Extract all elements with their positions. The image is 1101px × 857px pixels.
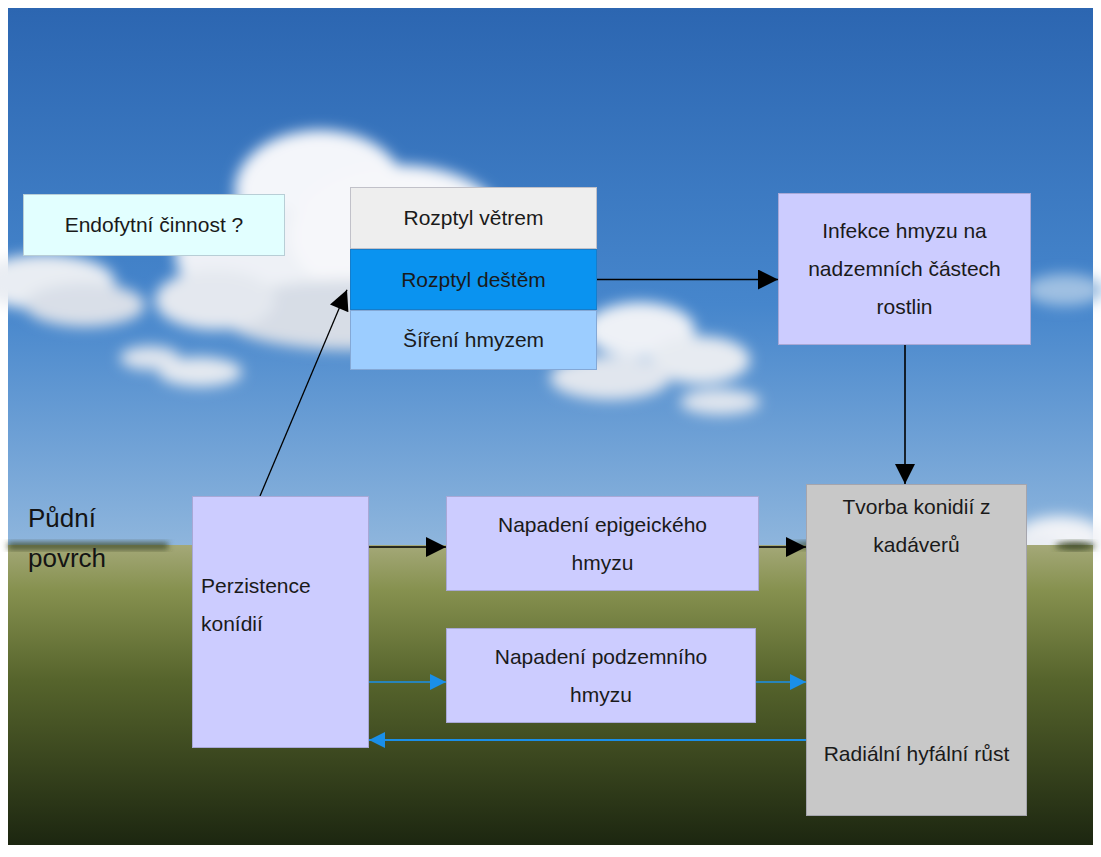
node-text: Šíření hmyzem: [403, 321, 544, 359]
arrow-connector: [369, 739, 806, 741]
arrow-connector: [369, 681, 446, 682]
node-text: Endofytní činnost ?: [65, 206, 244, 244]
arrow-connector: [759, 546, 806, 548]
arrow-connector: [369, 546, 446, 548]
note-box: Endofytní činnost ?: [23, 194, 285, 256]
process-box: Infekce hmyzu na nadzemních částech rost…: [778, 193, 1031, 345]
sky: [8, 8, 1093, 548]
node-text: Infekce hmyzu na nadzemních částech rost…: [805, 212, 1005, 326]
node-text: Perzistence: [201, 567, 311, 605]
node-text: Napadení podzemního hmyzu: [485, 638, 717, 714]
region-label: Půdní povrch: [28, 498, 148, 578]
arrow-connector: [260, 290, 347, 496]
node-text: konídií: [201, 605, 263, 643]
process-box: Šíření hmyzem: [350, 310, 597, 370]
node-text: Radiální hyfální růst: [824, 735, 1010, 773]
process-box: Perzistencekonídií: [192, 496, 369, 748]
process-box: Napadení podzemního hmyzu: [446, 628, 756, 723]
arrow-connector: [904, 345, 906, 484]
process-box: Rozptyl větrem: [350, 187, 597, 249]
arrow-connector: [756, 681, 806, 682]
node-text: Tvorba konidií z kadáverů: [819, 488, 1015, 564]
process-box: Rozptyl deštěm: [350, 249, 597, 310]
process-box: Napadení epigeického hmyzu: [446, 496, 759, 591]
arrow-connector: [597, 279, 778, 281]
node-text: Rozptyl deštěm: [401, 261, 546, 299]
node-text: Napadení epigeického hmyzu: [487, 506, 719, 582]
process-box: Tvorba konidií z kadáverůRadiální hyfáln…: [806, 484, 1027, 816]
node-text: Rozptyl větrem: [403, 199, 543, 237]
